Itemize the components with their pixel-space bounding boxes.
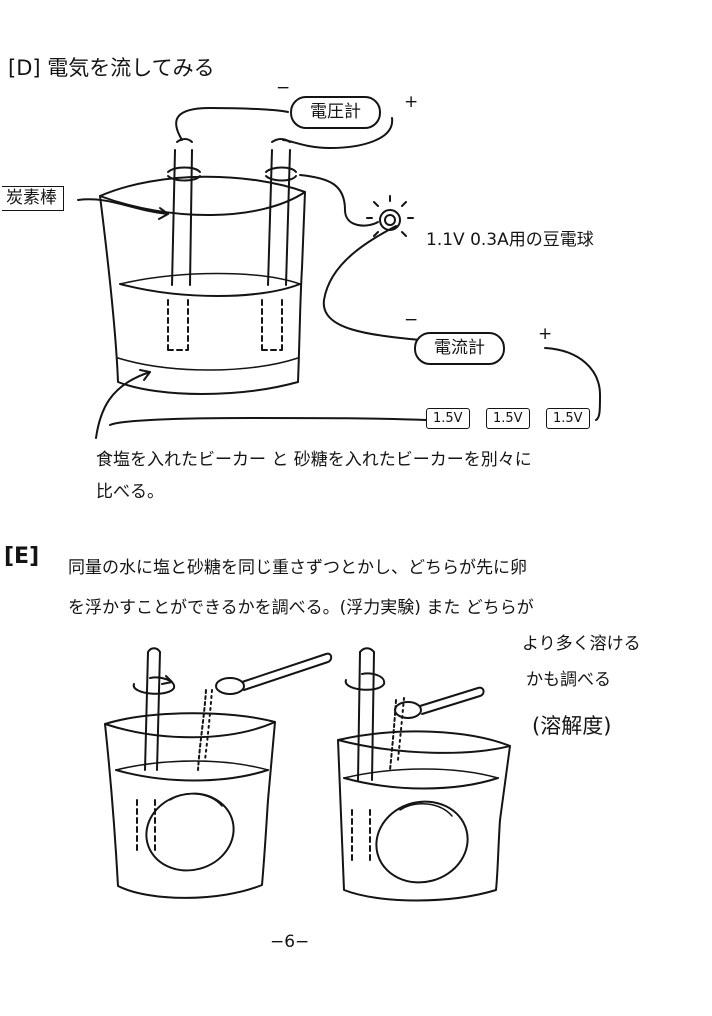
page-number: −6− [270, 932, 310, 952]
battery-1: 1.5V [426, 408, 470, 429]
ammeter-plus: + [538, 324, 553, 344]
beaker-e-right-drawing [337, 647, 511, 902]
bulb-label: 1.1V 0.3A用の豆電球 [426, 230, 594, 250]
beaker-e-left-drawing [104, 647, 333, 899]
section-e-label: [E] [4, 544, 40, 569]
carbon-rod-left [167, 138, 201, 351]
circuit-wires [109, 107, 601, 426]
light-bulb-icon [366, 195, 414, 237]
arrows-d [77, 198, 169, 439]
section-d-caption-line1: 食塩を入れたビーカー と 砂糖を入れたビーカーを別々に [96, 450, 532, 470]
section-e-line3: より多く溶ける [522, 634, 641, 654]
voltmeter-minus: − [276, 78, 291, 98]
section-d-caption-line2: 比べる。 [96, 482, 164, 502]
carbon-rod-right [261, 138, 297, 351]
section-e-line5: (溶解度) [532, 714, 612, 738]
beaker-d-drawing [99, 175, 306, 395]
battery-3: 1.5V [546, 408, 590, 429]
ammeter-minus: − [404, 310, 419, 330]
section-e-line2: を浮かすことができるかを調べる。(浮力実験) また どちらが [68, 598, 534, 618]
section-e-line4: かも調べる [526, 670, 611, 690]
voltmeter-plus: + [404, 92, 419, 112]
section-e-line1: 同量の水に塩と砂糖を同じ重さずつとかし、どちらが先に卵 [68, 558, 527, 578]
ammeter-box: 電流計 [414, 332, 505, 365]
carbon-rod-label: 炭素棒 [2, 186, 64, 211]
voltmeter-box: 電圧計 [290, 96, 381, 129]
section-d-heading: [D] 電気を流してみる [8, 56, 215, 80]
battery-2: 1.5V [486, 408, 530, 429]
